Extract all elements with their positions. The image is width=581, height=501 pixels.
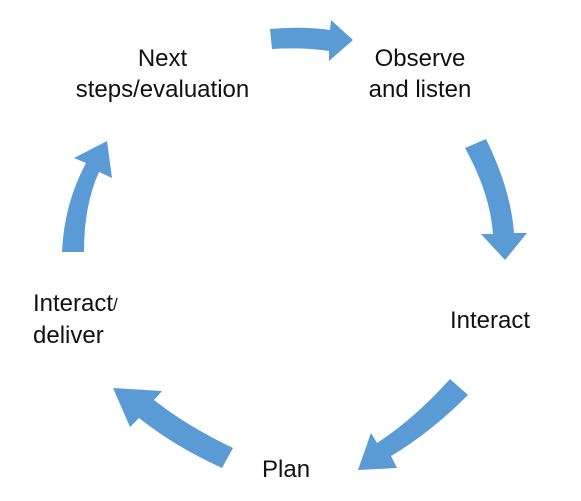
arrow-interact-deliver-to-next	[62, 141, 112, 252]
arrow-interact-to-plan	[358, 379, 468, 470]
node-interact-deliver-line-2: deliver	[33, 322, 104, 349]
node-next-line-1: Next	[137, 45, 188, 72]
node-plan-line-1: Plan	[262, 456, 311, 483]
node-observe-line-1: Observe	[374, 45, 466, 72]
node-interact-deliver-slash: /	[113, 295, 118, 314]
arrow-next-to-observe	[270, 20, 353, 61]
arrow-observe-to-interact	[465, 139, 527, 260]
node-plan: Plan	[262, 454, 310, 485]
node-interact-line-1: Interact	[450, 307, 531, 334]
node-next-line-2: steps/evaluation	[75, 76, 250, 103]
node-next-steps-evaluation: Next steps/evaluation	[60, 43, 265, 105]
node-interact-deliver-word-1: Interact	[33, 290, 114, 317]
node-observe-line-2: and listen	[368, 76, 472, 103]
node-observe-and-listen: Observe and listen	[356, 43, 484, 105]
node-interact-deliver-line-1: Interact/	[33, 288, 118, 320]
arrow-plan-to-interact-deliver	[113, 388, 233, 468]
node-interact-deliver: Interact/ deliver	[33, 288, 118, 351]
node-interact: Interact	[450, 305, 530, 336]
